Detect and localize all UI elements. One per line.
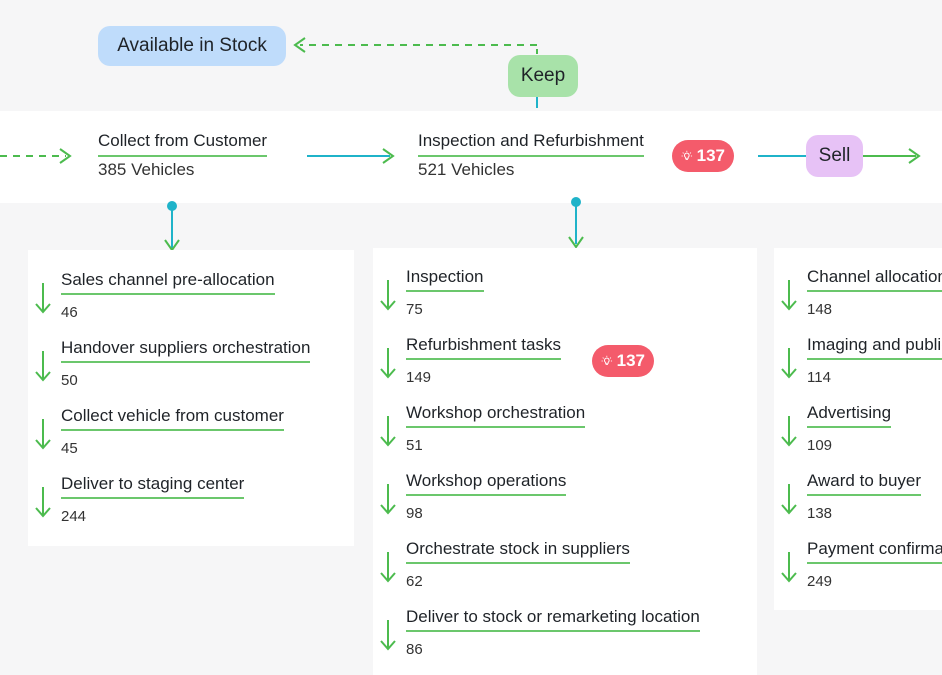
stage-collect-count: 385 Vehicles [98, 160, 195, 179]
sell-label: Sell [818, 145, 851, 166]
keep-node[interactable]: Keep [508, 55, 578, 97]
task-item[interactable]: Orchestrate stock in suppliers 62 [373, 539, 757, 599]
task-name: Refurbishment tasks [406, 335, 561, 360]
refurbishment-badge[interactable]: 137 [592, 345, 654, 377]
available-in-stock-label: Available in Stock [117, 35, 267, 56]
task-item[interactable]: Imaging and publication 114 [774, 335, 942, 395]
task-count: 46 [61, 304, 78, 321]
task-count: 50 [61, 372, 78, 389]
arrow-down-icon [35, 419, 51, 450]
task-count: 51 [406, 437, 423, 454]
stage-inspection-badge-count: 137 [696, 146, 725, 165]
task-count: 109 [807, 437, 833, 454]
task-name: Payment confirmation [807, 539, 942, 564]
task-count: 45 [61, 440, 78, 457]
stage-collect-title[interactable]: Collect from Customer [98, 131, 268, 157]
task-item[interactable]: Payment confirmation 249 [774, 539, 942, 599]
task-name: Workshop operations [406, 471, 567, 496]
task-count: 86 [406, 641, 423, 658]
task-item[interactable]: Handover suppliers orchestration 50 [28, 338, 354, 398]
arrow-down-icon [781, 280, 797, 311]
stage-inspection-badge[interactable]: 137 [672, 140, 734, 172]
inspection-tasks-card: Inspection 75 Refurbishment tasks 149 Wo… [373, 248, 757, 675]
task-name: Award to buyer [807, 471, 922, 496]
task-item[interactable]: Deliver to stock or remarketing location… [373, 607, 757, 667]
arrow-down-icon [380, 348, 396, 379]
refurbishment-badge-count: 137 [616, 351, 645, 370]
arrow-down-icon [35, 351, 51, 382]
collect-tasks-card: Sales channel pre-allocation 46 Handover… [28, 250, 354, 546]
arrow-down-icon [380, 280, 396, 311]
stage-inspection-title[interactable]: Inspection and Refurbishment [418, 131, 644, 157]
available-in-stock-node[interactable]: Available in Stock [98, 26, 286, 66]
arrow-down-icon [380, 552, 396, 583]
sell-node[interactable]: Sell [806, 135, 863, 177]
task-name: Handover suppliers orchestration [61, 338, 311, 363]
lightbulb-icon [601, 355, 613, 365]
task-item[interactable]: Channel allocation 148 [774, 267, 942, 327]
task-count: 98 [406, 505, 423, 522]
task-item[interactable]: Refurbishment tasks 149 [373, 335, 757, 395]
sell-tasks-card: Channel allocation 148 Imaging and publi… [774, 248, 942, 610]
arrow-down-icon [35, 283, 51, 314]
task-name: Deliver to staging center [61, 474, 245, 499]
task-name: Inspection [406, 267, 484, 292]
task-name: Sales channel pre-allocation [61, 270, 275, 295]
task-item[interactable]: Inspection 75 [373, 267, 757, 327]
task-count: 249 [807, 573, 833, 590]
task-count: 75 [406, 301, 423, 318]
arrow-down-icon [380, 620, 396, 651]
task-item[interactable]: Sales channel pre-allocation 46 [28, 270, 354, 330]
arrow-down-icon [781, 484, 797, 515]
task-count: 149 [406, 369, 432, 386]
task-item[interactable]: Workshop operations 98 [373, 471, 757, 531]
arrow-down-icon [781, 416, 797, 447]
task-count: 62 [406, 573, 423, 590]
task-item[interactable]: Award to buyer 138 [774, 471, 942, 531]
task-item[interactable]: Collect vehicle from customer 45 [28, 406, 354, 466]
task-name: Collect vehicle from customer [61, 406, 284, 431]
arrow-down-icon [380, 484, 396, 515]
task-count: 114 [807, 369, 831, 386]
arrow-down-icon [35, 487, 51, 518]
task-count: 148 [807, 301, 833, 318]
arrow-down-icon [781, 552, 797, 583]
arrow-down-icon [781, 348, 797, 379]
arrow-down-icon [380, 416, 396, 447]
task-name: Orchestrate stock in suppliers [406, 539, 630, 564]
task-item[interactable]: Deliver to staging center 244 [28, 474, 354, 534]
task-count: 138 [807, 505, 833, 522]
task-count: 244 [61, 508, 87, 525]
keep-label: Keep [520, 65, 566, 86]
lightbulb-icon [681, 150, 693, 160]
task-name: Workshop orchestration [406, 403, 586, 428]
task-name: Channel allocation [807, 267, 942, 292]
stage-inspection-count: 521 Vehicles [418, 160, 515, 179]
task-item[interactable]: Workshop orchestration 51 [373, 403, 757, 463]
task-item[interactable]: Advertising 109 [774, 403, 942, 463]
task-name: Advertising [807, 403, 892, 428]
task-name: Imaging and publication [807, 335, 942, 360]
task-name: Deliver to stock or remarketing location [406, 607, 700, 632]
